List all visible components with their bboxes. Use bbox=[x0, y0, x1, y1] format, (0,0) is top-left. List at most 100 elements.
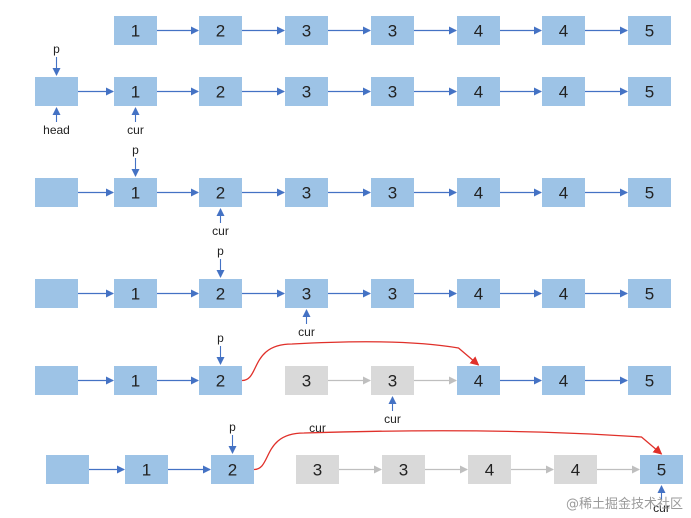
node-box bbox=[542, 178, 585, 207]
list-node: 4 bbox=[542, 279, 585, 308]
node-box bbox=[371, 279, 414, 308]
list-node: 4 bbox=[542, 366, 585, 395]
node-value: 2 bbox=[216, 83, 225, 102]
node-box bbox=[199, 178, 242, 207]
node-value: 4 bbox=[559, 372, 568, 391]
list-node: 4 bbox=[457, 178, 500, 207]
node-value: 2 bbox=[216, 372, 225, 391]
node-value: 4 bbox=[474, 184, 483, 203]
node-box bbox=[114, 77, 157, 106]
node-value: 3 bbox=[302, 372, 311, 391]
node-box bbox=[542, 77, 585, 106]
pointer-label: p bbox=[229, 420, 236, 434]
node-value: 3 bbox=[302, 285, 311, 304]
pointer-head: head bbox=[43, 107, 70, 137]
list-node: 3 bbox=[285, 366, 328, 395]
node-box bbox=[457, 178, 500, 207]
list-node: 1 bbox=[114, 16, 157, 45]
node-value: 2 bbox=[228, 461, 237, 480]
pointer-label: p bbox=[217, 244, 224, 258]
node-value: 2 bbox=[216, 22, 225, 41]
skip-arrow bbox=[241, 341, 480, 382]
node-value: 4 bbox=[485, 461, 494, 480]
node-value: 4 bbox=[559, 285, 568, 304]
pointer-label: cur bbox=[298, 325, 315, 339]
node-box bbox=[457, 366, 500, 395]
node-value: 1 bbox=[142, 461, 151, 480]
node-box bbox=[457, 77, 500, 106]
node-box bbox=[628, 366, 671, 395]
pointer-label: cur bbox=[384, 412, 401, 426]
node-value: 3 bbox=[399, 461, 408, 480]
node-box bbox=[628, 279, 671, 308]
list-node: 3 bbox=[285, 16, 328, 45]
list-node: 5 bbox=[640, 455, 683, 484]
node-value: 4 bbox=[571, 461, 580, 480]
pointer-label: head bbox=[43, 123, 70, 137]
node-box bbox=[542, 366, 585, 395]
list-node: 3 bbox=[371, 77, 414, 106]
pointer-cur: cur bbox=[653, 485, 670, 515]
node-box bbox=[285, 366, 328, 395]
node-box bbox=[35, 279, 78, 308]
pointer-label: cur bbox=[127, 123, 144, 137]
node-box bbox=[371, 178, 414, 207]
pointer-label: cur bbox=[212, 224, 229, 238]
node-box bbox=[628, 178, 671, 207]
node-box bbox=[457, 279, 500, 308]
list-node: 3 bbox=[285, 178, 328, 207]
pointer-p: p bbox=[228, 420, 237, 454]
pointer-p: p bbox=[52, 42, 61, 76]
node-box bbox=[285, 178, 328, 207]
dummy-head-node bbox=[46, 455, 89, 484]
node-box bbox=[382, 455, 425, 484]
node-box bbox=[211, 455, 254, 484]
node-value: 4 bbox=[474, 22, 483, 41]
node-box bbox=[296, 455, 339, 484]
pointer-label: cur bbox=[309, 421, 326, 435]
node-box bbox=[628, 77, 671, 106]
node-value: 1 bbox=[131, 83, 140, 102]
node-value: 5 bbox=[645, 184, 654, 203]
pointer-cur: cur bbox=[127, 107, 144, 137]
node-box bbox=[199, 279, 242, 308]
pointer-label: p bbox=[217, 331, 224, 345]
list-node: 3 bbox=[296, 455, 339, 484]
node-value: 4 bbox=[474, 372, 483, 391]
pointer-cur: cur bbox=[212, 208, 229, 238]
node-value: 3 bbox=[388, 22, 397, 41]
node-box bbox=[371, 366, 414, 395]
node-value: 3 bbox=[388, 184, 397, 203]
node-box bbox=[114, 16, 157, 45]
list-node: 1 bbox=[125, 455, 168, 484]
node-box bbox=[114, 366, 157, 395]
list-node: 4 bbox=[457, 77, 500, 106]
node-value: 5 bbox=[645, 83, 654, 102]
dummy-head-node bbox=[35, 77, 78, 106]
list-node: 4 bbox=[457, 16, 500, 45]
node-value: 3 bbox=[388, 372, 397, 391]
list-row-6: 1 2 3 3 4 4 5 p cur cur bbox=[46, 420, 683, 515]
node-value: 5 bbox=[657, 461, 666, 480]
node-box bbox=[285, 77, 328, 106]
list-node: 4 bbox=[468, 455, 511, 484]
pointer-label: p bbox=[132, 143, 139, 157]
node-box bbox=[371, 16, 414, 45]
list-node: 3 bbox=[371, 279, 414, 308]
node-box bbox=[35, 366, 78, 395]
node-box bbox=[114, 178, 157, 207]
pointer-label: p bbox=[53, 42, 60, 56]
node-value: 3 bbox=[302, 184, 311, 203]
node-box bbox=[114, 279, 157, 308]
node-box bbox=[371, 77, 414, 106]
node-value: 2 bbox=[216, 184, 225, 203]
list-node: 3 bbox=[285, 77, 328, 106]
node-box bbox=[199, 16, 242, 45]
list-node: 3 bbox=[285, 279, 328, 308]
list-node: 4 bbox=[542, 77, 585, 106]
node-box bbox=[640, 455, 683, 484]
